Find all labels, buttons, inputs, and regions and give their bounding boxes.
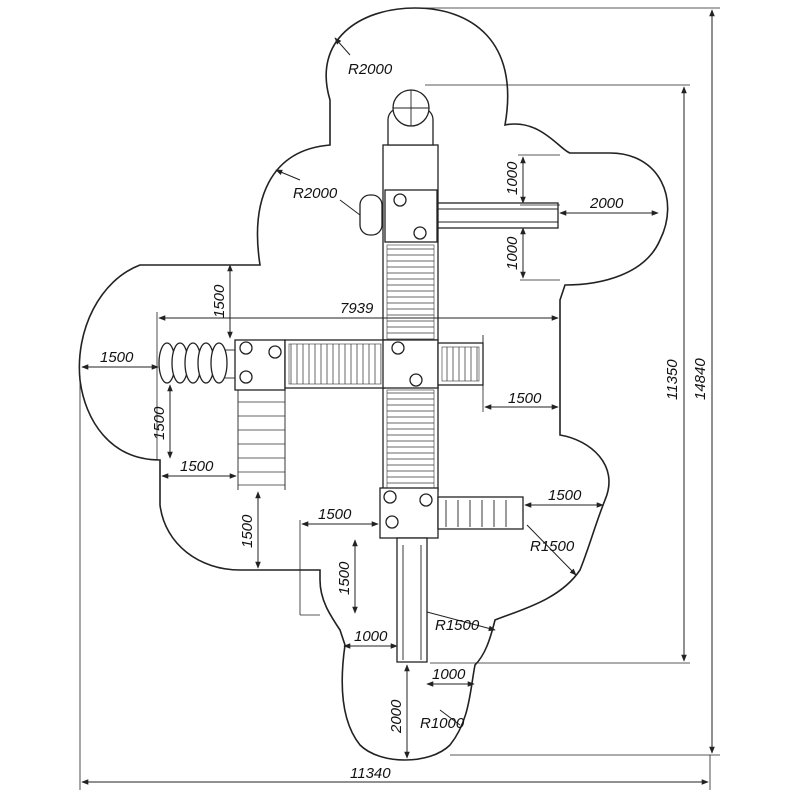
- dim-right-mid: 1500: [482, 390, 559, 412]
- dim-left-upper-label: 1500: [211, 284, 228, 318]
- dim-r-bottom-mid: R1500: [426, 611, 496, 634]
- dim-bottom-1000-right: 1000: [426, 666, 475, 687]
- dim-left-tunnel: 1500: [81, 349, 159, 370]
- dim-right-slide: 2000: [559, 195, 659, 216]
- dim-center-v-label: 1500: [336, 561, 353, 595]
- dim-right-slide-label: 2000: [589, 195, 624, 212]
- dim-right-low-label: 1500: [548, 487, 582, 504]
- right-mid-ladder: [437, 335, 484, 390]
- dim-right-upper-1000a: 1000: [504, 161, 521, 195]
- dim-left-mid: 1500: [161, 458, 237, 479]
- dim-7939: 7939: [156, 300, 561, 460]
- dim-inner-height: 11350: [425, 84, 690, 664]
- dim-left-vert-label: 1500: [151, 406, 168, 440]
- dim-center-h-label: 1500: [318, 506, 352, 523]
- dim-overall-width: 11340: [79, 380, 711, 790]
- dim-r-bottom-label: R1000: [420, 715, 465, 732]
- dim-r-upper-left: R2000: [275, 169, 361, 216]
- top-tower: [359, 89, 438, 243]
- dim-left-low-label: 1500: [239, 514, 256, 548]
- dim-bottom-1000-left-label: 1000: [354, 628, 388, 645]
- dim-left-upper: 1500: [211, 264, 233, 339]
- dim-right-upper: 1000 1000: [504, 154, 560, 281]
- dim-overall-width-label: 11340: [350, 765, 391, 782]
- dim-r-top: R2000: [334, 37, 393, 78]
- dim-right-low: 1500: [524, 487, 604, 508]
- dim-7939-label: 7939: [340, 300, 374, 317]
- safety-zone-outline: [78, 7, 669, 761]
- dim-left-low: 1500: [239, 491, 261, 569]
- dim-left-tunnel-label: 1500: [100, 349, 134, 366]
- dim-bottom-2000-label: 2000: [388, 699, 405, 734]
- dim-bottom-1000-left: 1000: [343, 628, 398, 649]
- center-tower: [382, 339, 439, 389]
- bottom-slide: [396, 537, 428, 663]
- dim-r-bottom: R1000: [420, 709, 465, 732]
- right-upper-slide: [437, 202, 559, 229]
- dim-right-mid-label: 1500: [508, 390, 542, 407]
- dim-r-bottom-mid-label: R1500: [435, 617, 480, 634]
- left-tunnel: [158, 342, 235, 384]
- left-ladder: [237, 390, 286, 490]
- lower-right-slide: [437, 496, 524, 530]
- dim-r-right-low-label: R1500: [530, 538, 575, 555]
- left-bridge: [234, 339, 386, 391]
- dim-bottom-1000-right-label: 1000: [432, 666, 466, 683]
- lower-tower: [379, 487, 439, 539]
- dim-r-upper-left-label: R2000: [293, 185, 338, 202]
- dim-inner-height-label: 11350: [664, 359, 681, 400]
- dim-overall-height-label: 14840: [692, 358, 709, 400]
- dim-center-h: 1500: [299, 506, 379, 616]
- dim-left-mid-label: 1500: [180, 458, 214, 475]
- dim-overall-height: 14840: [415, 7, 720, 756]
- dim-r-top-label: R2000: [348, 61, 393, 78]
- dim-bottom-2000: 2000: [388, 664, 410, 759]
- dim-center-v: 1500: [336, 539, 358, 614]
- dim-r-right-low: R1500: [526, 524, 577, 576]
- dim-right-upper-1000b: 1000: [504, 236, 521, 270]
- dim-left-vert: 1500: [151, 384, 173, 459]
